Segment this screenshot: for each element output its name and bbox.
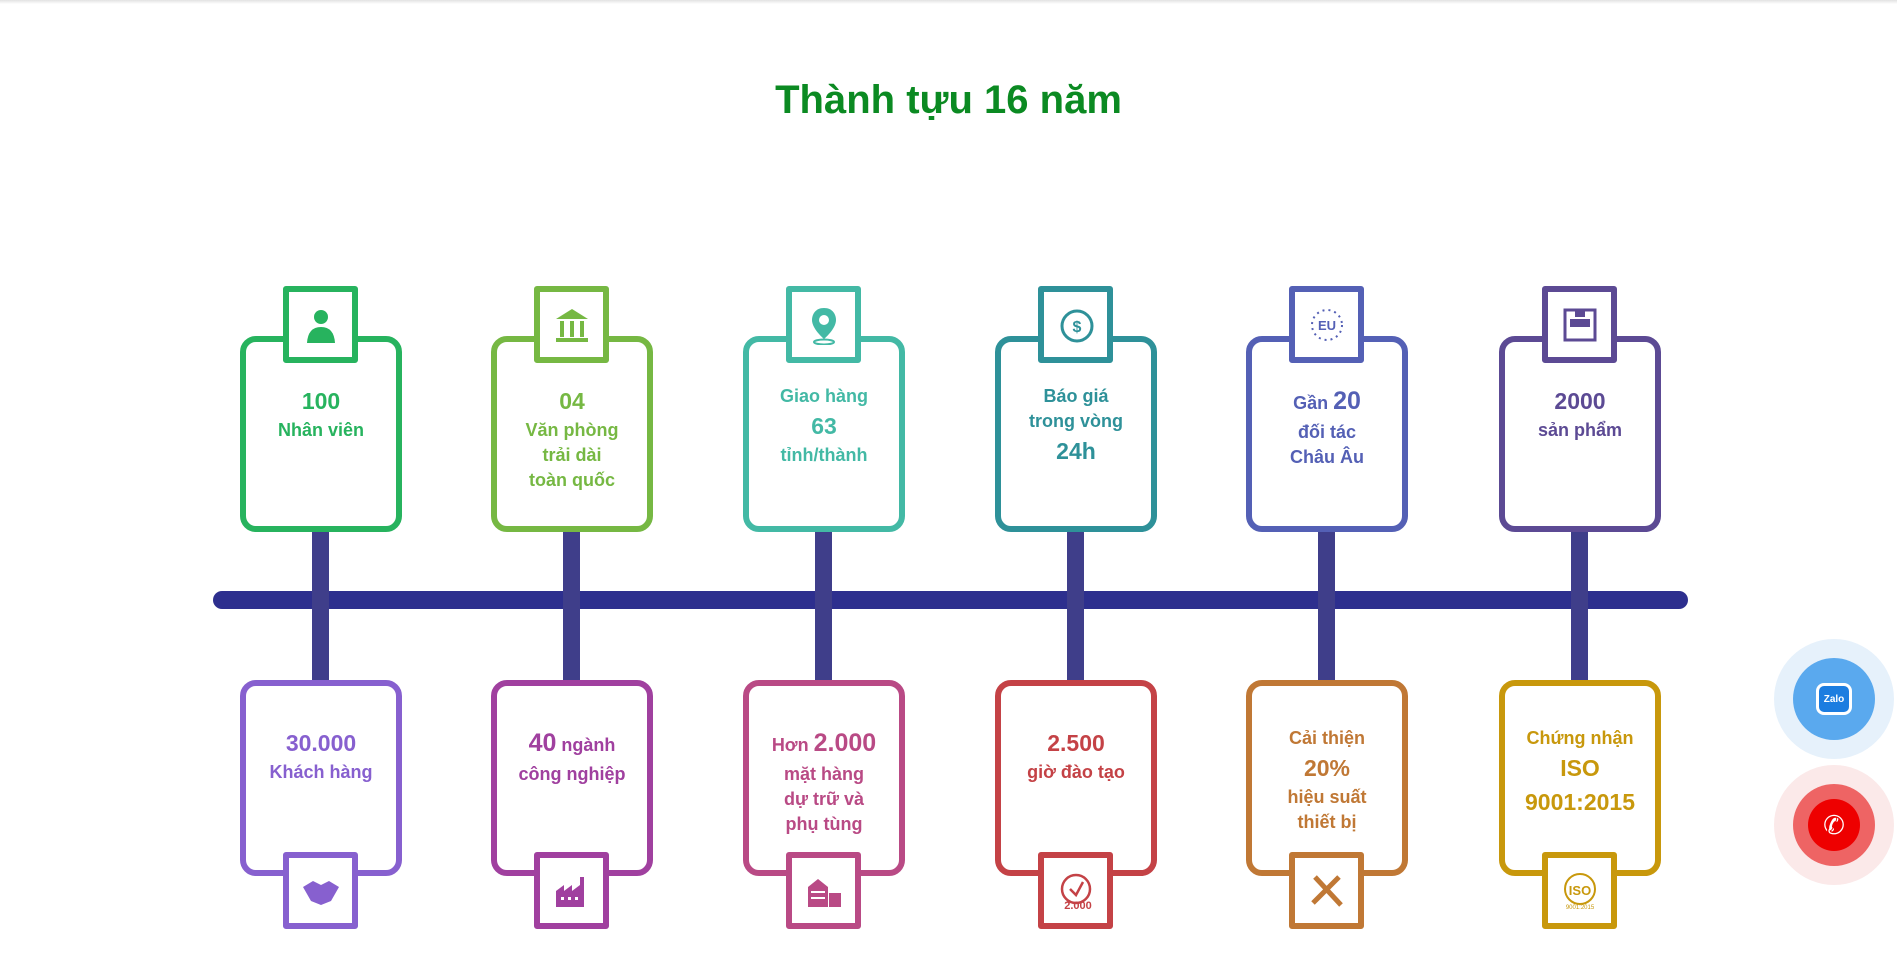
svg-text:ISO: ISO <box>1568 883 1590 898</box>
card-text: 24h <box>1056 438 1096 464</box>
phone-icon: ✆ <box>1808 799 1860 851</box>
card-text: 9001:2015 <box>1525 789 1635 815</box>
location-pin-icon <box>811 307 836 345</box>
card-text: Văn phòng <box>525 420 619 440</box>
iso-badge-icon: ISO 9001:2015 <box>1563 872 1596 911</box>
card-text: trong vòng <box>1029 411 1123 431</box>
achievement-card: 2.500 giờ đào tạo <box>995 680 1157 876</box>
card-text: Nhân viên <box>277 420 365 440</box>
icon-box: ISO 9001:2015 <box>1542 852 1617 929</box>
icon-box: EU <box>1289 286 1364 363</box>
card-text: 20% <box>1303 755 1351 781</box>
card-text: 30.000 <box>285 730 357 756</box>
timeline-connector <box>815 600 832 680</box>
timeline-connector <box>563 600 580 680</box>
section-title: Thành tựu 16 năm <box>775 78 1122 122</box>
card-text: Hơn 2.000 <box>771 729 877 757</box>
card-text: dự trữ và <box>783 789 865 809</box>
icon-box <box>534 286 609 363</box>
icon-box <box>283 852 358 929</box>
card-text: Gần 20 <box>1293 387 1361 415</box>
svg-text:$: $ <box>1072 319 1081 336</box>
icon-box <box>786 852 861 929</box>
card-text: Châu Âu <box>1290 447 1364 467</box>
card-text: phụ tùng <box>785 814 863 834</box>
card-text: 2000 <box>1554 388 1606 414</box>
card-text: mặt hàng <box>783 764 864 784</box>
card-text: công nghiệp <box>518 764 626 784</box>
achievement-card: Cải thiện 20% hiệu suất thiết bị <box>1246 680 1408 876</box>
card-text: 04 <box>559 388 585 414</box>
warehouse-icon <box>807 878 841 907</box>
card-text: 63 <box>811 413 837 439</box>
icon-box <box>1542 286 1617 363</box>
factory-icon <box>555 876 584 907</box>
training-clock-icon: 2.000 <box>1060 873 1092 911</box>
employee-icon <box>306 309 335 343</box>
zalo-icon: Zalo <box>1816 683 1852 715</box>
call-button[interactable]: ✆ <box>1774 765 1894 885</box>
card-text: giờ đào tạo <box>1027 762 1125 782</box>
card-text: toàn quốc <box>529 470 615 490</box>
product-box-icon <box>1563 308 1596 341</box>
card-text: Cải thiện <box>1288 728 1365 748</box>
svg-text:9001:2015: 9001:2015 <box>1565 905 1594 911</box>
timeline-bar <box>213 591 1688 609</box>
card-text: Giao hàng <box>779 386 868 406</box>
icon-box <box>1289 852 1364 929</box>
timeline-connector <box>1318 600 1335 680</box>
svg-text:2.000: 2.000 <box>1064 900 1092 911</box>
icon-box: 2.000 <box>1038 852 1113 929</box>
quote-dollar-icon: $ <box>1060 309 1093 342</box>
zalo-button[interactable]: Zalo <box>1774 639 1894 759</box>
achievement-card: Giao hàng 63 tỉnh/thành <box>743 336 905 532</box>
achievement-card: Báo giá trong vòng 24h <box>995 336 1157 532</box>
card-text: đối tác <box>1297 422 1356 442</box>
timeline-connector <box>1318 532 1335 612</box>
icon-box <box>786 286 861 363</box>
icon-box: $ <box>1038 286 1113 363</box>
handshake-icon <box>302 880 339 905</box>
card-text: sản phẩm <box>1537 420 1623 440</box>
card-text: Báo giá <box>1043 386 1109 406</box>
achievement-card: 40 ngành công nghiệp <box>491 680 653 876</box>
timeline-connector <box>312 600 329 680</box>
timeline-connector <box>1067 600 1084 680</box>
icon-box <box>534 852 609 929</box>
card-text: Chứng nhận <box>1526 728 1634 748</box>
card-text: trải dài <box>542 445 602 465</box>
card-text: ISO <box>1560 755 1600 781</box>
card-text: 100 <box>301 388 341 414</box>
card-text: thiết bị <box>1297 812 1357 832</box>
timeline-connector <box>1571 532 1588 612</box>
eu-flag-icon: EU <box>1309 307 1344 342</box>
card-text: Khách hàng <box>269 762 373 782</box>
timeline-connector <box>1067 532 1084 612</box>
card-text: hiệu suất <box>1287 787 1367 807</box>
timeline-connector <box>815 532 832 612</box>
bank-building-icon <box>555 308 588 342</box>
timeline-connector <box>1571 600 1588 680</box>
tools-icon <box>1310 874 1343 907</box>
card-text: 40 ngành <box>528 729 616 757</box>
card-text: tỉnh/thành <box>780 445 868 465</box>
svg-text:EU: EU <box>1317 318 1335 333</box>
timeline-connector <box>563 532 580 612</box>
card-text: 2.500 <box>1047 730 1105 756</box>
achievement-card: Hơn 2.000 mặt hàng dự trữ và phụ tùng <box>743 680 905 876</box>
icon-box <box>283 286 358 363</box>
achievement-card: 2000 sản phẩm <box>1499 336 1661 532</box>
timeline-connector <box>312 532 329 612</box>
header-shadow <box>0 0 1897 4</box>
